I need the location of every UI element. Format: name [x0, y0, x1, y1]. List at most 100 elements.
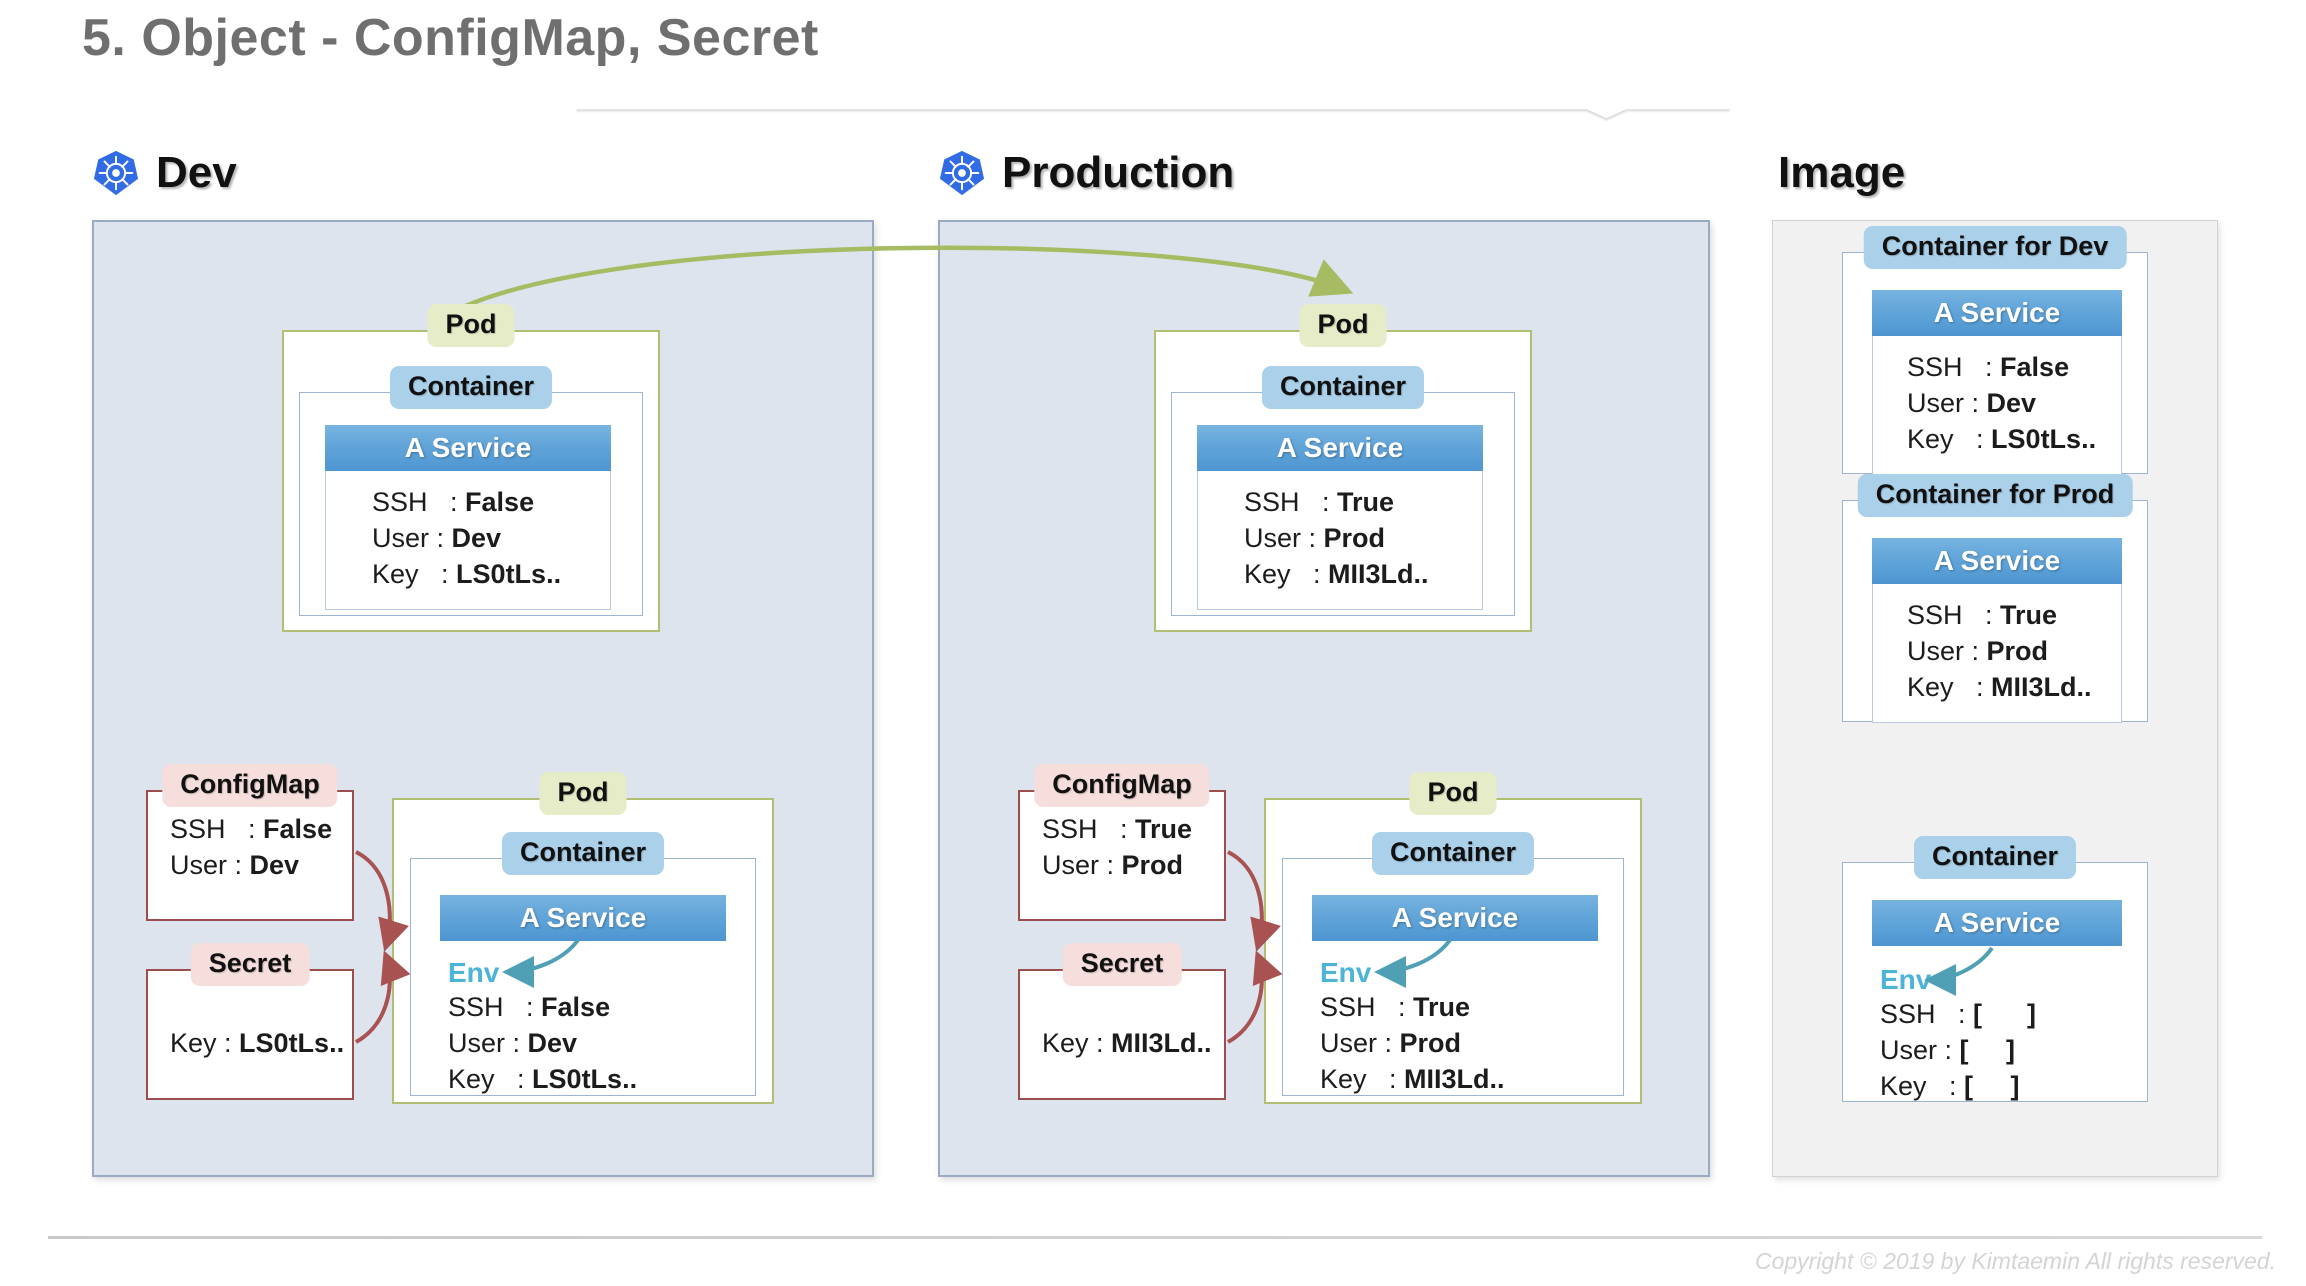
configmap-frame	[146, 790, 354, 921]
kv-key-key: Key :	[170, 1028, 232, 1058]
kv-ssh: SSH : True	[1042, 812, 1192, 848]
kv-ssh: SSH : False	[326, 485, 610, 521]
kv-value-user: Prod	[1323, 522, 1386, 553]
kv-key-key: Key :	[448, 1063, 525, 1094]
kv-user: User : Prod	[1873, 634, 2121, 670]
column-header-production: Production	[938, 148, 1234, 198]
service-title: A Service	[1872, 290, 2122, 336]
kv-user: User : Prod	[1198, 521, 1482, 557]
production-bottom-service-card[interactable]: A Service	[1312, 895, 1598, 941]
kv-key-user: User :	[1320, 1027, 1393, 1058]
kv-ssh: SSH : True	[1873, 598, 2121, 634]
kv-key: Key : LS0tLs..	[170, 1026, 344, 1062]
service-title: A Service	[1872, 538, 2122, 584]
kv-user: User : [ ]	[1880, 1033, 2036, 1069]
container-tag: Container	[1371, 832, 1535, 875]
image-generic-env-block: Env SSH : [ ] User : [ ] Key : [ ]	[1880, 962, 2036, 1105]
kv-key-user: User :	[1907, 635, 1980, 666]
kv-ssh: SSH : False	[448, 990, 637, 1026]
service-title: A Service	[1312, 895, 1598, 941]
kv-value-key: LS0tLs..	[1991, 423, 2097, 454]
kv-value-key: LS0tLs..	[532, 1063, 638, 1094]
kubernetes-logo-icon	[939, 150, 985, 196]
dev-bottom-env-block: Env SSH : False User : Dev Key : LS0tLs.…	[448, 955, 637, 1098]
kv-user: User : Dev	[1873, 386, 2121, 422]
image-generic-service-card[interactable]: A Service	[1872, 900, 2122, 946]
kv-key-key: Key :	[1042, 1028, 1104, 1058]
kv-value-key: MII3Ld..	[1111, 1028, 1212, 1058]
kv-value-ssh: True	[1413, 992, 1471, 1022]
production-configmap-values: SSH : True User : Prod	[1042, 812, 1192, 884]
kv-value-key: MII3Ld..	[1404, 1063, 1505, 1094]
dev-configmap-box[interactable]: ConfigMap	[146, 764, 354, 921]
kv-key-ssh: SSH :	[372, 487, 458, 517]
container-tag: Container	[1261, 366, 1425, 409]
image-dev-service-card[interactable]: A Service SSH : False User : Dev Key : L…	[1872, 290, 2122, 475]
secret-tag: Secret	[190, 943, 310, 986]
production-bottom-env-block: Env SSH : True User : Prod Key : MII3Ld.…	[1320, 955, 1505, 1098]
pod-tag: Pod	[1409, 772, 1497, 815]
kv-user: User : Dev	[170, 848, 332, 884]
service-title: A Service	[1197, 425, 1483, 471]
kv-key-key: Key :	[1880, 1070, 1957, 1101]
kv-value-key: MII3Ld..	[1328, 558, 1429, 589]
kv-value-key: MII3Ld..	[1991, 671, 2092, 702]
kv-key-ssh: SSH :	[1880, 999, 1966, 1029]
kv-key: Key : [ ]	[1880, 1069, 2036, 1105]
production-secret-box[interactable]: Secret	[1018, 943, 1226, 1100]
service-body: SSH : True User : Prod Key : MII3Ld..	[1197, 471, 1483, 610]
kv-value-key: LS0tLs..	[239, 1028, 345, 1058]
production-configmap-box[interactable]: ConfigMap	[1018, 764, 1226, 921]
column-header-image: Image	[1778, 148, 1905, 198]
kv-key: Key : MII3Ld..	[1198, 557, 1482, 593]
container-tag: Container for Dev	[1863, 226, 2127, 269]
container-tag: Container	[501, 832, 665, 875]
kv-value-ssh: True	[1337, 487, 1395, 517]
production-top-service-card[interactable]: A Service SSH : True User : Prod Key : M…	[1197, 425, 1483, 610]
kv-value-user: Prod	[1986, 635, 2049, 666]
footer-divider	[48, 1236, 2262, 1239]
kv-key: Key : MII3Ld..	[1873, 670, 2121, 706]
dev-secret-box[interactable]: Secret	[146, 943, 354, 1100]
kv-key: Key : MII3Ld..	[1320, 1062, 1505, 1098]
kv-key-ssh: SSH :	[1907, 352, 1993, 382]
kv-value-key: [ ]	[1964, 1070, 2020, 1101]
kv-key-ssh: SSH :	[170, 814, 256, 844]
kv-key-ssh: SSH :	[1320, 992, 1406, 1022]
column-header-dev: Dev	[92, 148, 237, 198]
kv-key-user: User :	[1880, 1034, 1953, 1065]
kv-ssh: SSH : [ ]	[1880, 997, 2036, 1033]
kv-value-user: Prod	[1399, 1027, 1462, 1058]
env-label: Env	[1320, 957, 1372, 988]
kv-value-user: Dev	[451, 522, 502, 553]
kv-key-user: User :	[1907, 387, 1980, 418]
kv-key: Key : LS0tLs..	[448, 1062, 637, 1098]
kv-ssh: SSH : True	[1198, 485, 1482, 521]
kv-key-user: User :	[372, 522, 445, 553]
kv-value-ssh: False	[465, 487, 535, 517]
kv-key-key: Key :	[1907, 671, 1984, 702]
env-label: Env	[1880, 964, 1932, 995]
kv-key-key: Key :	[372, 558, 449, 589]
kv-key-ssh: SSH :	[1907, 600, 1993, 630]
dev-top-service-card[interactable]: A Service SSH : False User : Dev Key : L…	[325, 425, 611, 610]
kv-value-user: Dev	[527, 1027, 578, 1058]
kv-value-ssh: False	[263, 814, 333, 844]
service-body: SSH : False User : Dev Key : LS0tLs..	[325, 471, 611, 610]
service-title: A Service	[440, 895, 726, 941]
kv-key: Key : MII3Ld..	[1042, 1026, 1212, 1062]
column-label-image: Image	[1778, 148, 1906, 197]
container-tag: Container	[1913, 836, 2077, 879]
kv-value-user: Prod	[1121, 849, 1184, 880]
kubernetes-logo-icon	[93, 150, 139, 196]
kv-ssh: SSH : True	[1320, 990, 1505, 1026]
dev-configmap-values: SSH : False User : Dev	[170, 812, 332, 884]
image-prod-service-card[interactable]: A Service SSH : True User : Prod Key : M…	[1872, 538, 2122, 723]
pod-tag: Pod	[427, 304, 515, 347]
kv-value-user: Dev	[1986, 387, 2037, 418]
kv-ssh: SSH : False	[170, 812, 332, 848]
kv-value-ssh: [ ]	[1973, 999, 2037, 1029]
env-label: Env	[448, 957, 500, 988]
dev-bottom-service-card[interactable]: A Service	[440, 895, 726, 941]
